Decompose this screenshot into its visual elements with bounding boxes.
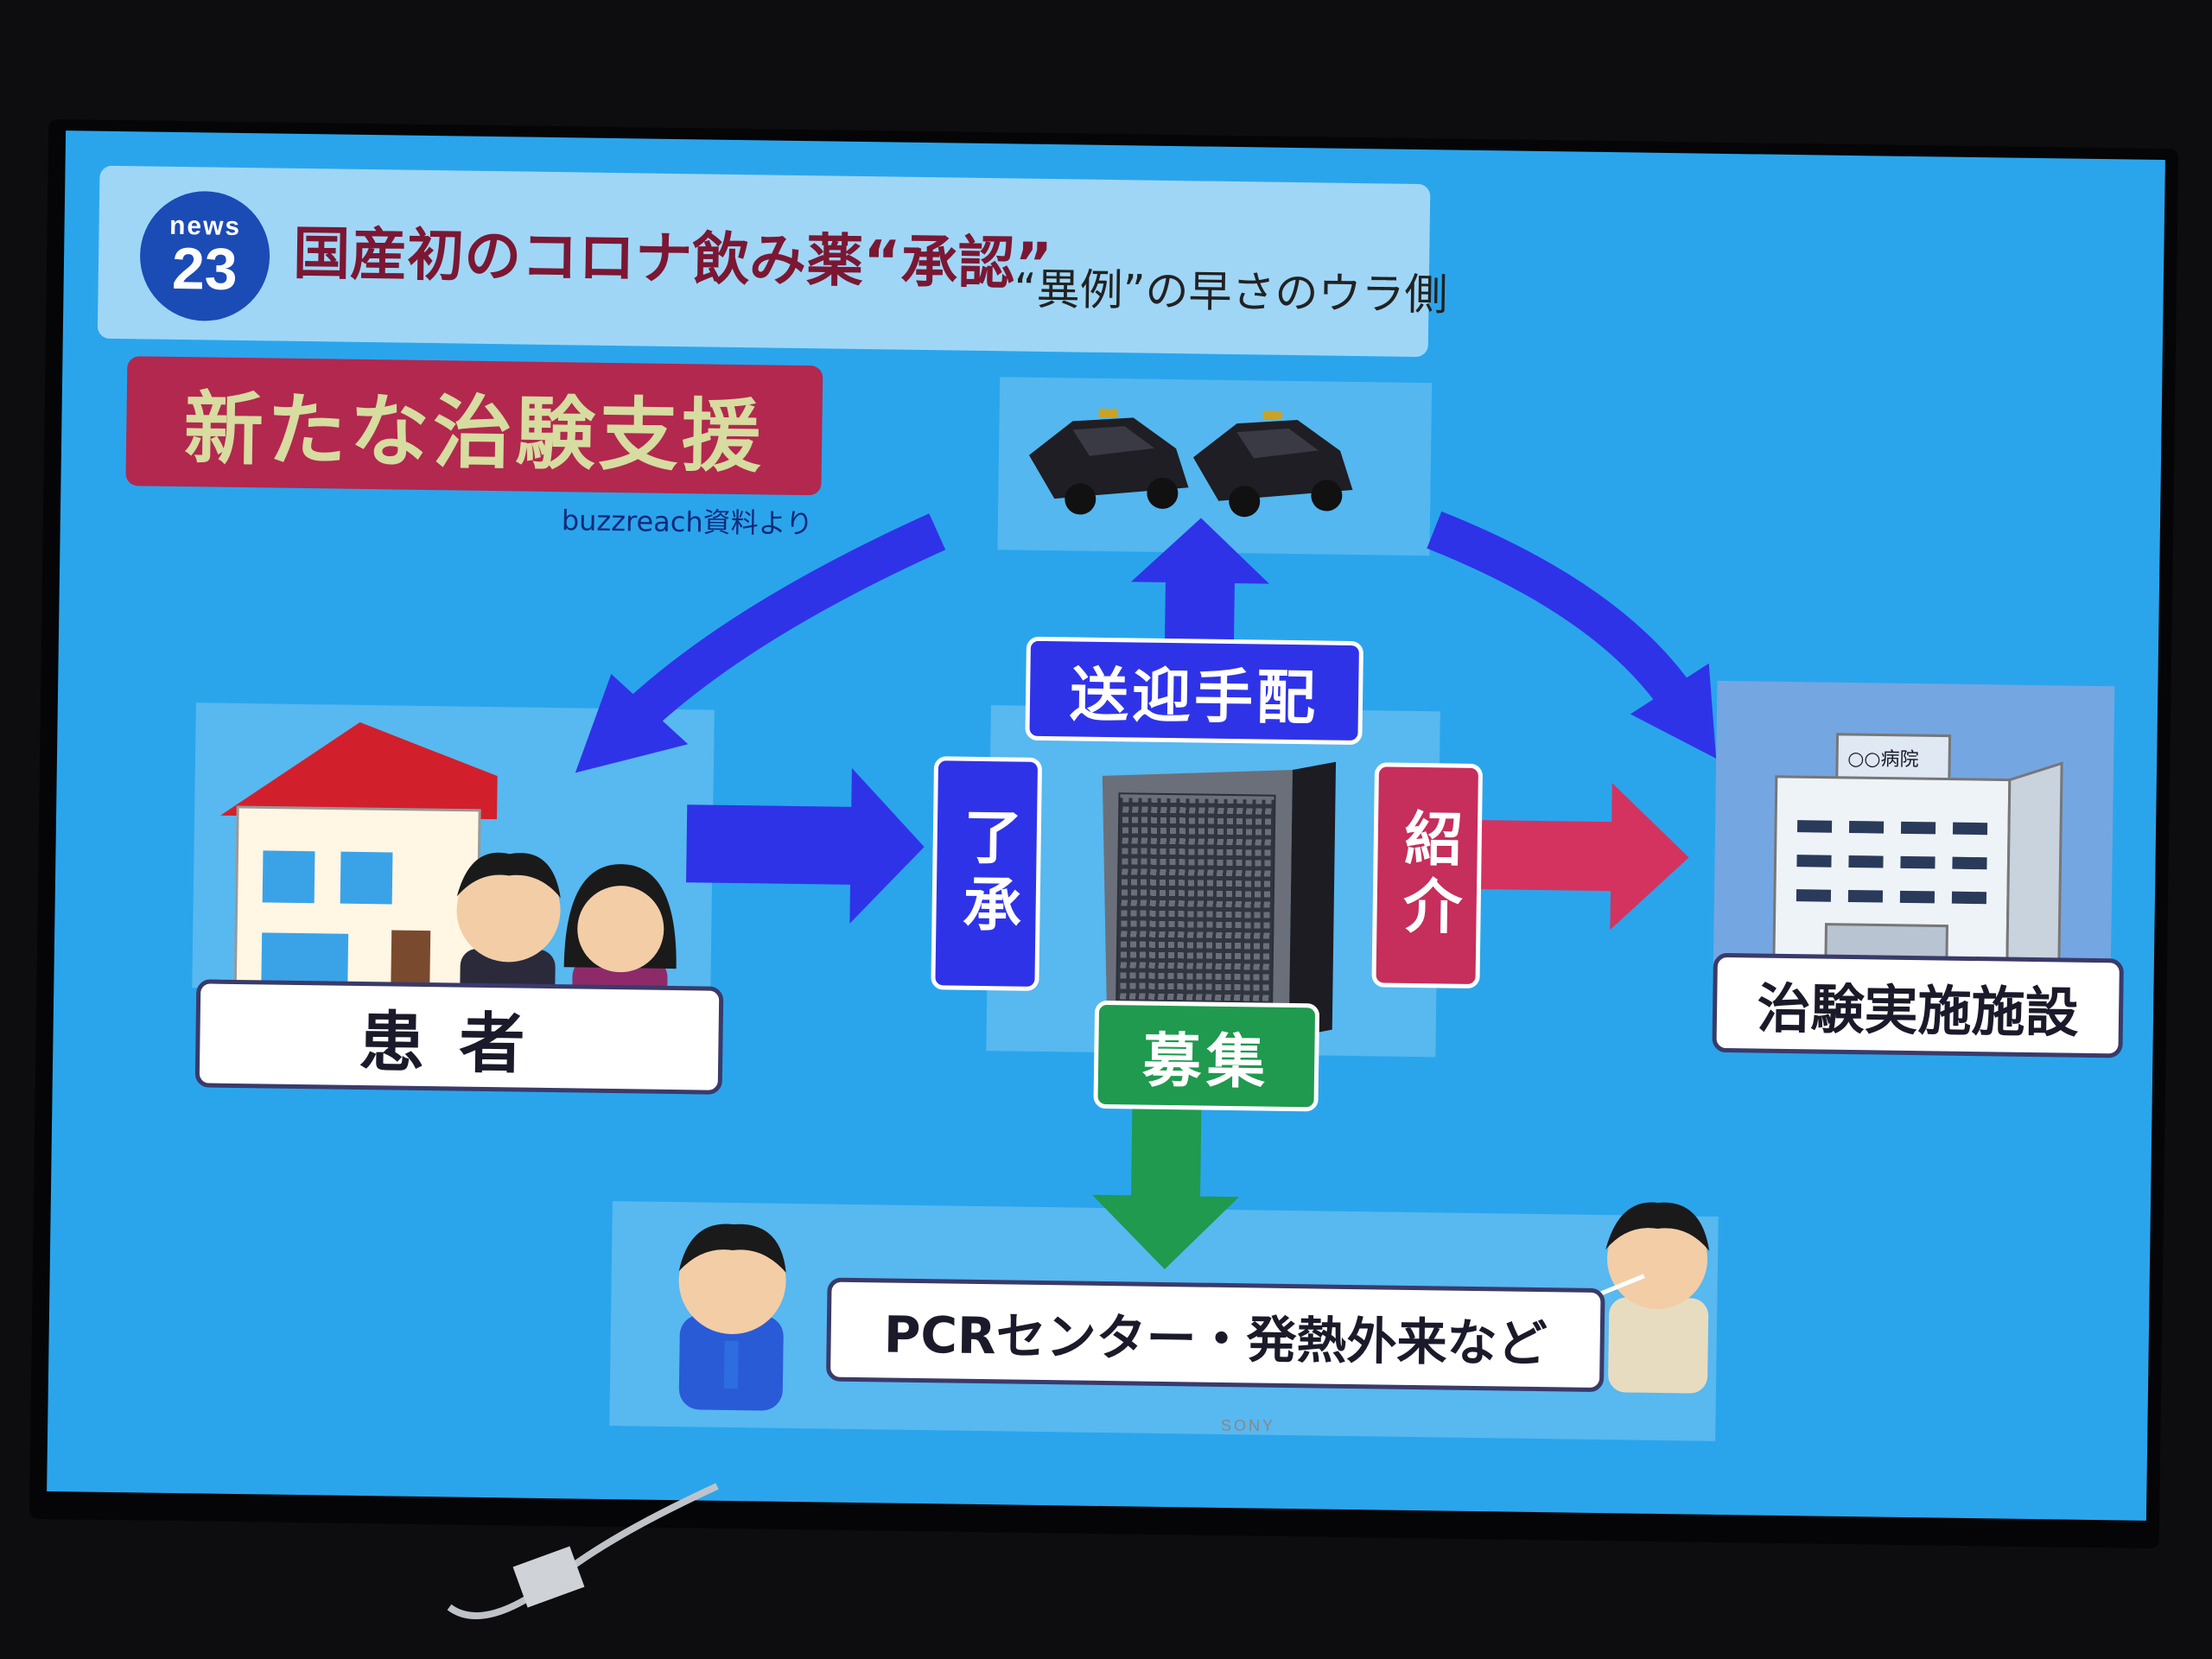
person-nasal-swab-icon xyxy=(1560,1202,1710,1394)
diagram-graphics xyxy=(220,408,2063,1411)
child-with-swab-icon xyxy=(678,1224,786,1411)
curved-arrow-left xyxy=(575,513,946,773)
arrow-patient-to-company xyxy=(686,767,925,924)
hospital-icon xyxy=(1771,733,2063,998)
taxi-icon xyxy=(1028,408,1189,515)
tv-screen: news 23 国産初のコロナ飲み薬“承認” “異例”の早さのウラ側 新たな治験… xyxy=(47,130,2165,1521)
house-icon xyxy=(220,721,498,1028)
down-arrow xyxy=(1092,1104,1240,1269)
taxi-icon xyxy=(1192,410,1353,518)
tv-brand: SONY xyxy=(1221,1417,1276,1434)
curved-arrow-right xyxy=(1427,511,1717,759)
arrow-company-to-facility xyxy=(1438,783,1689,931)
